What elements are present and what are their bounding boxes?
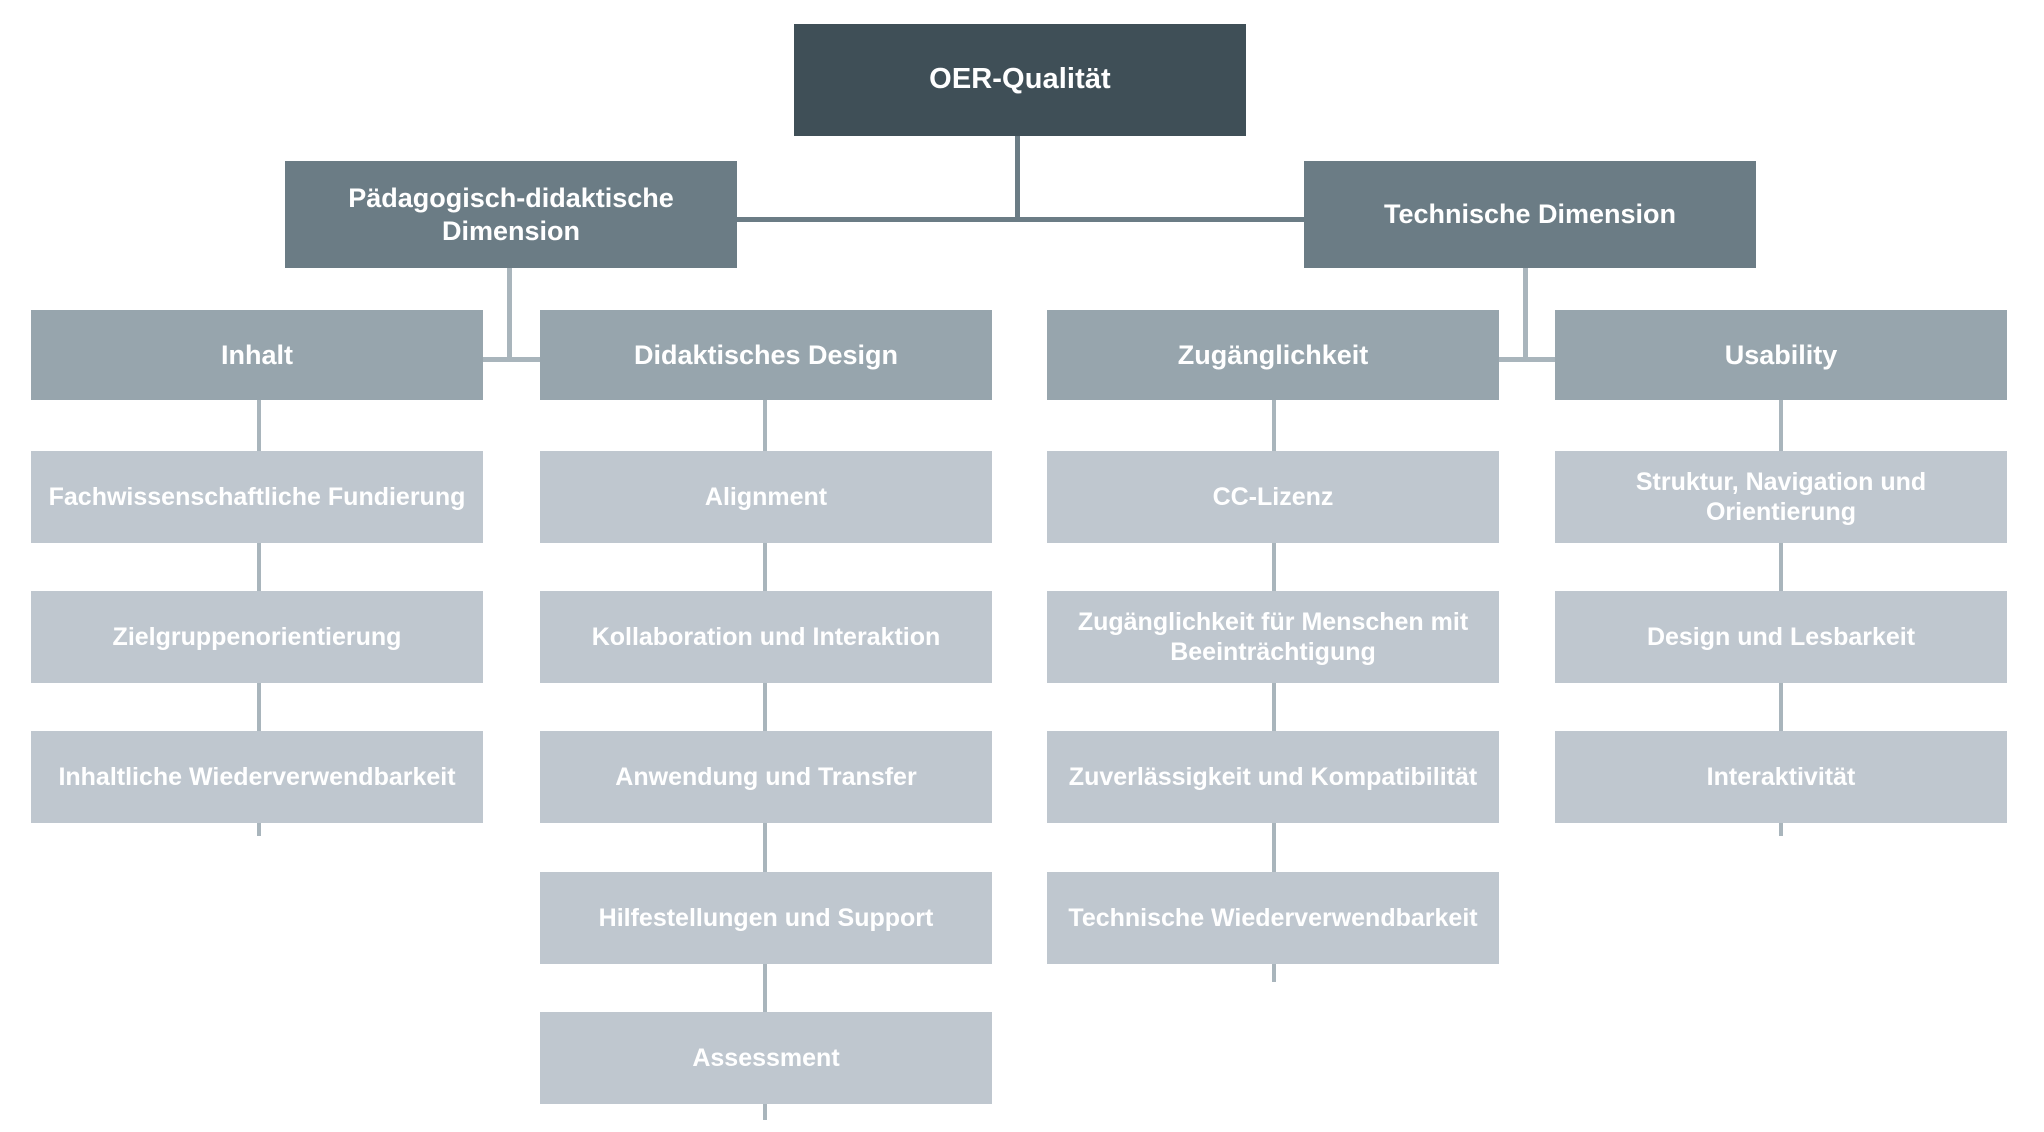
node-label: Hilfestellungen und Support [598, 903, 934, 932]
connector-left-dimension-stem [507, 268, 512, 362]
node-dimension-technische[interactable]: Technische Dimension [1304, 161, 1756, 268]
node-label: Design und Lesbarkeit [1646, 622, 1916, 651]
node-label: Technische Dimension [1383, 199, 1677, 230]
node-label: Usability [1724, 339, 1838, 370]
node-leaf-zielgruppenorientierung[interactable]: Zielgruppenorientierung [31, 591, 483, 683]
connector-column-3-spine [1272, 400, 1276, 982]
node-label: Interaktivität [1706, 762, 1856, 791]
node-label: Zuverlässigkeit und Kompatibilität [1068, 762, 1478, 791]
node-category-zugaenglichkeit[interactable]: Zugänglichkeit [1047, 310, 1499, 400]
node-leaf-zuverlaessigkeit-und-kompatibilitaet[interactable]: Zuverlässigkeit und Kompatibilität [1047, 731, 1499, 823]
node-label: Anwendung und Transfer [615, 762, 917, 791]
node-dimension-paedagogisch-didaktische[interactable]: Pädagogisch-didaktische Dimension [285, 161, 737, 268]
node-leaf-struktur-navigation-und-orientierung[interactable]: Struktur, Navigation und Orientierung [1555, 451, 2007, 543]
node-leaf-assessment[interactable]: Assessment [540, 1012, 992, 1104]
node-leaf-kollaboration-und-interaktion[interactable]: Kollaboration und Interaktion [540, 591, 992, 683]
node-label: Struktur, Navigation und Orientierung [1635, 467, 1927, 527]
node-label: Zielgruppenorientierung [112, 622, 402, 651]
connector-right-category-bus [1276, 357, 1780, 362]
node-label: Didaktisches Design [633, 339, 899, 370]
node-label: Zugänglichkeit für Menschen mit Beeinträ… [1077, 607, 1469, 667]
node-label: Assessment [692, 1043, 840, 1072]
node-label: Zugänglichkeit [1177, 339, 1369, 370]
connector-right-dimension-stem [1523, 268, 1528, 362]
node-leaf-anwendung-und-transfer[interactable]: Anwendung und Transfer [540, 731, 992, 823]
node-category-usability[interactable]: Usability [1555, 310, 2007, 400]
node-leaf-alignment[interactable]: Alignment [540, 451, 992, 543]
node-leaf-fachwissenschaftliche-fundierung[interactable]: Fachwissenschaftliche Fundierung [31, 451, 483, 543]
node-label: Inhalt [221, 339, 293, 370]
node-leaf-inhaltliche-wiederverwendbarkeit[interactable]: Inhaltliche Wiederverwendbarkeit [31, 731, 483, 823]
node-root-oer-qualitaet[interactable]: OER-Qualität [794, 24, 1246, 136]
node-category-didaktisches-design[interactable]: Didaktisches Design [540, 310, 992, 400]
connector-root-stem [1015, 135, 1020, 221]
node-label: CC-Lizenz [1212, 482, 1334, 511]
node-label: Alignment [704, 482, 828, 511]
node-leaf-design-und-lesbarkeit[interactable]: Design und Lesbarkeit [1555, 591, 2007, 683]
node-leaf-hilfestellungen-und-support[interactable]: Hilfestellungen und Support [540, 872, 992, 964]
node-label: OER-Qualität [929, 63, 1111, 96]
node-label: Pädagogisch-didaktische Dimension [348, 182, 674, 246]
connector-left-category-bus [260, 357, 764, 362]
node-label: Inhaltliche Wiederverwendbarkeit [58, 762, 456, 791]
node-category-inhalt[interactable]: Inhalt [31, 310, 483, 400]
connector-dimension-bus [735, 217, 1335, 222]
node-leaf-zugaenglichkeit-fuer-menschen-mit-beeintraechtigung[interactable]: Zugänglichkeit für Menschen mit Beeinträ… [1047, 591, 1499, 683]
node-label: Fachwissenschaftliche Fundierung [48, 482, 466, 511]
node-leaf-interaktivitaet[interactable]: Interaktivität [1555, 731, 2007, 823]
node-leaf-cc-lizenz[interactable]: CC-Lizenz [1047, 451, 1499, 543]
node-label: Kollaboration und Interaktion [591, 622, 941, 651]
node-label: Technische Wiederverwendbarkeit [1068, 903, 1478, 932]
node-leaf-technische-wiederverwendbarkeit[interactable]: Technische Wiederverwendbarkeit [1047, 872, 1499, 964]
